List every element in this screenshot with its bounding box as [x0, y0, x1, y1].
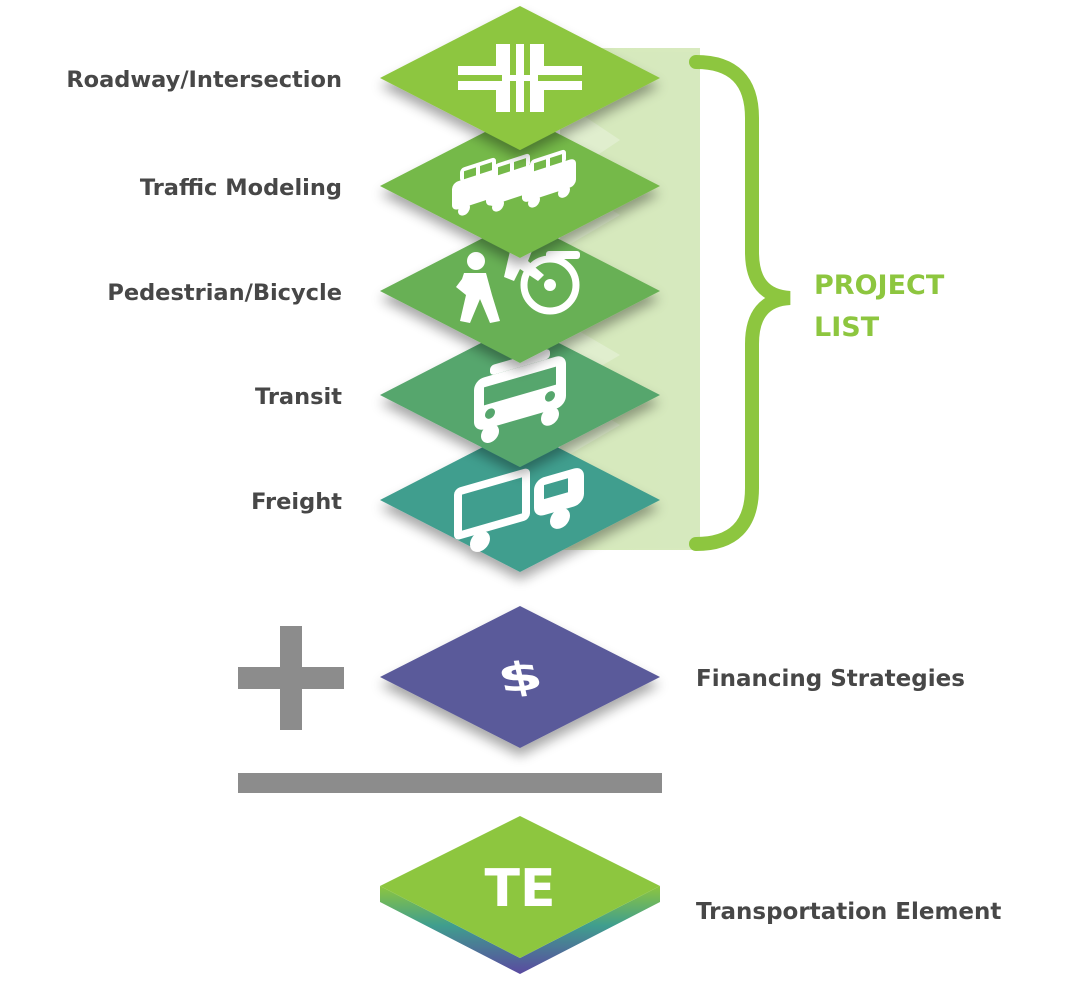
project-list-label-line1: PROJECT [814, 270, 945, 301]
traffic-cars-icon [452, 149, 576, 216]
transportation-element-label: Transportation Element [696, 899, 1001, 925]
te-block: TE [380, 816, 660, 974]
project-list-label-line2: LIST [814, 312, 880, 343]
project-list-brace [689, 55, 791, 551]
truck-icon [454, 468, 584, 552]
layer-label: Traffic Modeling [140, 175, 342, 201]
layer-diamond [380, 219, 660, 363]
layer-traffic-modeling [380, 114, 660, 258]
layer-label: Roadway/Intersection [66, 67, 342, 93]
layer-label: Transit [255, 384, 342, 410]
layer-roadway-intersection [380, 6, 660, 150]
road-intersection-icon [458, 44, 582, 112]
layer-label: Pedestrian/Bicycle [107, 280, 342, 306]
dollar-icon: $ [493, 652, 547, 702]
plus-sign [238, 626, 344, 730]
financing-strategies-label: Financing Strategies [696, 666, 965, 692]
sum-line [238, 773, 662, 793]
dollar-symbol: $ [493, 652, 547, 702]
financing-diamond [380, 606, 660, 748]
layer-label: Freight [251, 489, 342, 515]
layer-freight [380, 428, 660, 572]
te-abbreviation: TE [485, 859, 556, 919]
